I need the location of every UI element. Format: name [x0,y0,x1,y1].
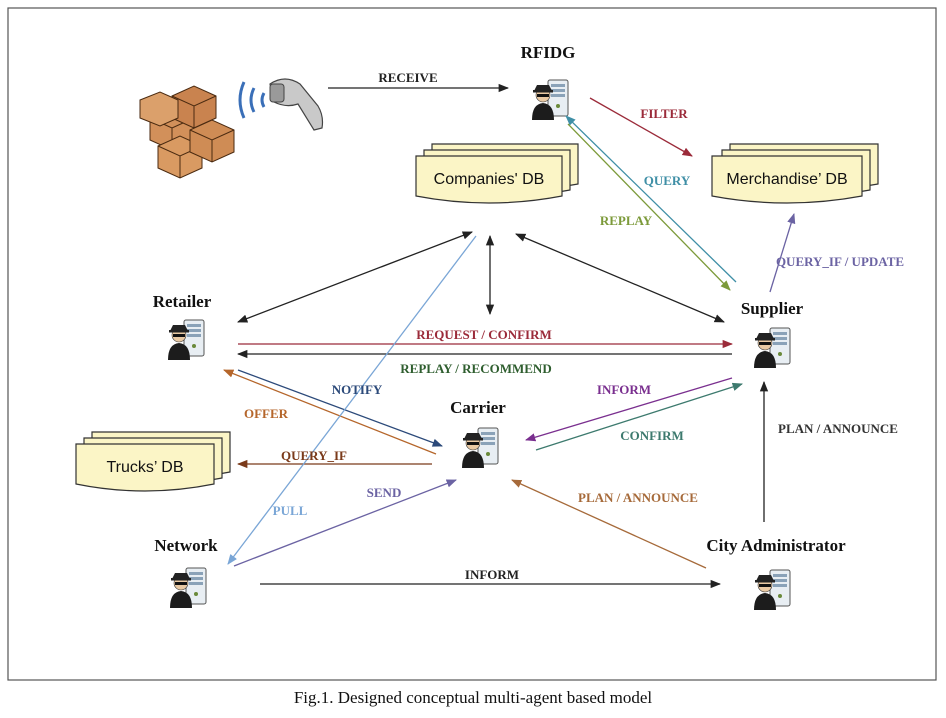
query-if-label: QUERY_IF [281,448,347,463]
relation-labels: RECEIVE FILTER QUERY REPLAY QUERY_IF / U… [244,70,904,582]
boxes-icon [139,85,235,179]
agent-network: Network [154,536,218,608]
filter-arrow [589,97,693,157]
query-if-update-label: QUERY_IF / UPDATE [776,254,904,269]
filter-label: FILTER [640,106,688,121]
confirm-label: CONFIRM [620,428,684,443]
inform-supplier-label: INFORM [597,382,651,397]
network-label: Network [154,536,218,555]
trucks-db-label: Trucks’ DB [106,459,183,476]
city-administrator-label: City Administrator [706,536,846,555]
supplier-label: Supplier [741,299,804,318]
replay-rfidg-arrow [567,123,731,291]
offer-label: OFFER [244,406,289,421]
rfidg-label: RFIDG [521,43,576,62]
agent-supplier: Supplier [741,299,804,368]
inform-city-label: INFORM [465,567,519,582]
request-confirm-label: REQUEST / CONFIRM [416,327,552,342]
retailer-agent-icon [167,319,205,360]
query-label: QUERY [644,173,691,188]
offer-arrow [223,369,437,455]
arrows [223,83,796,589]
carrier-agent-icon [461,427,499,468]
rfidg-agent-icon [531,79,569,120]
merchandise-db: Merchandise’ DB [711,143,879,204]
plan-announce-carrier-arrow [511,479,707,569]
plan-announce-carrier-label: PLAN / ANNOUNCE [578,490,698,505]
network-agent-icon [169,567,207,608]
receive-label: RECEIVE [378,70,437,85]
city-administrator-agent-icon [753,569,791,610]
replay-rfidg-label: REPLAY [600,213,653,228]
replay-recommend-label: REPLAY / RECOMMEND [400,361,551,376]
agent-rfidg: RFIDG [521,43,576,120]
query-if-update-arrow [769,213,796,293]
plan-announce-supplier-label: PLAN / ANNOUNCE [778,421,898,436]
notify-arrow [237,369,443,447]
confirm-arrow [535,382,743,451]
inform-supplier-arrow [525,377,733,442]
supplier-companies-arrow [515,233,725,323]
supplier-agent-icon [753,327,791,368]
companies-db: Companies' DB [415,143,579,204]
figure-frame [7,7,937,681]
agent-city-administrator: City Administrator [706,536,846,610]
pull-arrow [227,235,477,565]
agent-retailer: Retailer [153,292,212,360]
retailer-label: Retailer [153,292,212,311]
query-arrow [565,115,737,283]
send-arrow [233,479,457,567]
notify-label: NOTIFY [332,382,383,397]
agent-carrier: Carrier [450,398,506,468]
figure-caption: Fig.1. Designed conceptual multi-agent b… [294,688,653,707]
merchandise-db-label: Merchandise’ DB [726,171,847,188]
companies-db-label: Companies' DB [434,171,545,188]
rfid-scanner-icon [238,78,324,131]
trucks-db: Trucks’ DB [75,431,231,492]
retailer-companies-arrow [237,231,473,323]
carrier-label: Carrier [450,398,506,417]
send-label: SEND [367,485,402,500]
pull-label: PULL [273,503,308,518]
